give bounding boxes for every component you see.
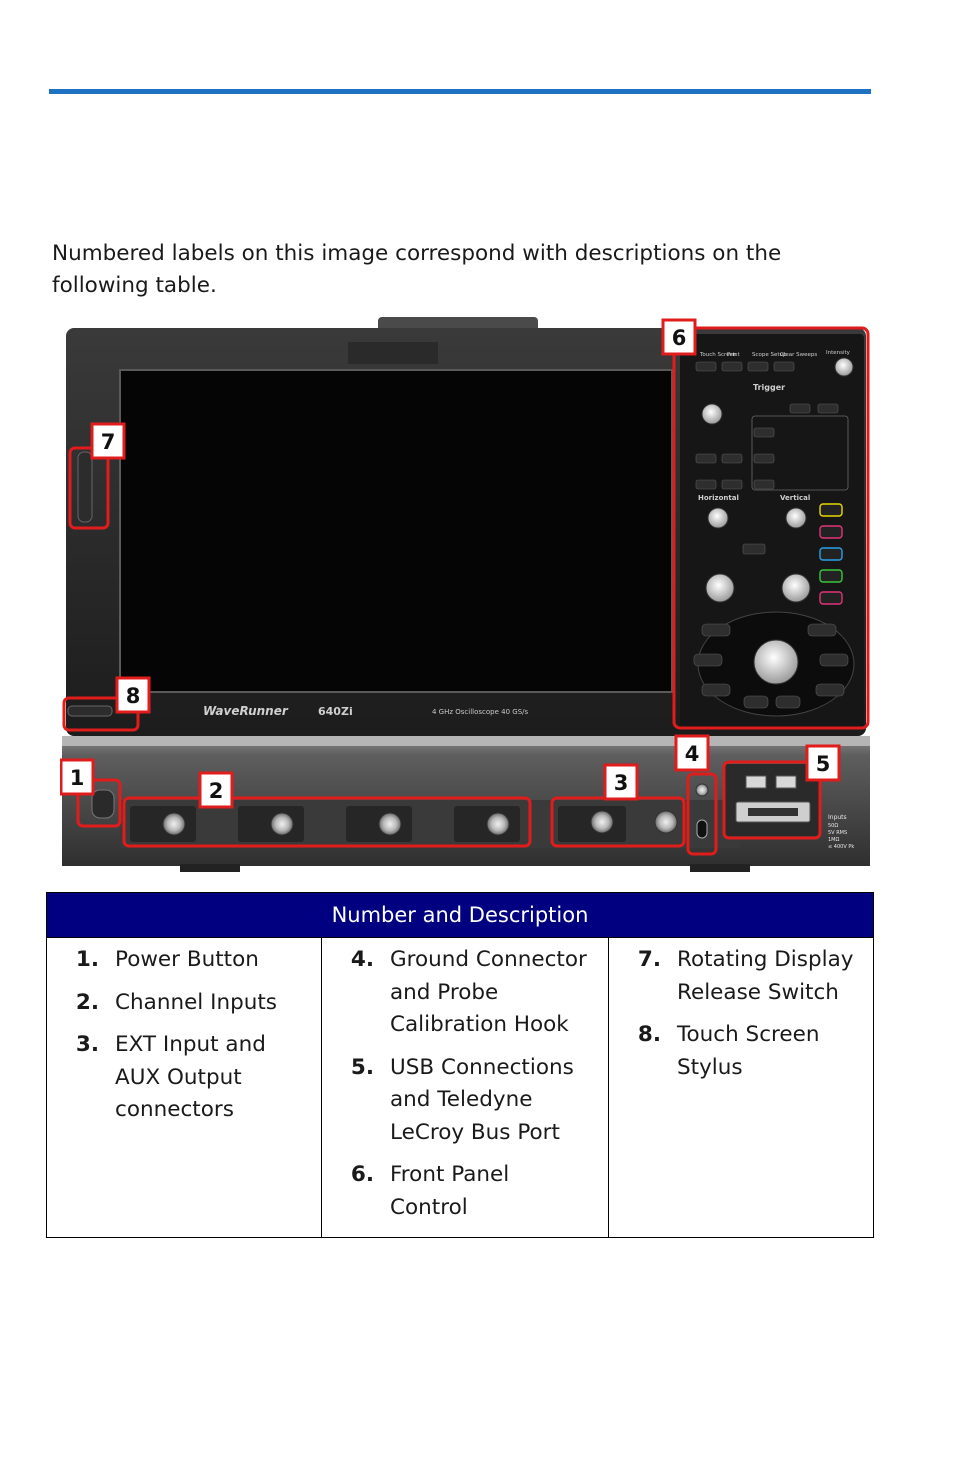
input-label: Inputs bbox=[828, 814, 847, 821]
panel-horizontal-label: Horizontal bbox=[698, 494, 739, 502]
list-item: 6. Front Panel Control bbox=[350, 1162, 510, 1220]
highlight-7 bbox=[68, 446, 110, 530]
highlight-2 bbox=[122, 796, 532, 848]
panel-vertical-label: Vertical bbox=[780, 494, 810, 502]
list-item: 4. Ground Connector and Probe Calibratio… bbox=[350, 947, 587, 1037]
input-spec-1: 50Ω bbox=[828, 823, 838, 829]
callout-8: 8 bbox=[115, 676, 151, 714]
highlight-8 bbox=[62, 696, 140, 732]
list-item: 7. Rotating Display Release Switch bbox=[637, 947, 854, 1005]
panel-print: Print bbox=[727, 352, 740, 358]
svg-text:8: 8 bbox=[126, 684, 141, 708]
panel-trigger-label: Trigger bbox=[753, 383, 785, 392]
list-item: 1. Power Button bbox=[75, 947, 259, 972]
device-spec: 4 GHz Oscilloscope 40 GS/s bbox=[432, 708, 529, 716]
header-rule bbox=[49, 89, 871, 94]
device-model: 640Zi bbox=[318, 705, 353, 718]
table-column-1: 1. Power Button 2. Channel Inputs 3. EXT… bbox=[47, 938, 321, 1237]
callout-1: 1 bbox=[60, 758, 95, 796]
list-item: 8. Touch Screen Stylus bbox=[637, 1022, 820, 1080]
panel-touch-screen: Touch Screen bbox=[699, 352, 737, 358]
callout-4: 4 bbox=[674, 734, 710, 772]
highlight-1 bbox=[76, 778, 122, 828]
input-spec-4: ≤ 400V Pk bbox=[828, 844, 854, 850]
highlight-4 bbox=[686, 772, 718, 856]
list-item: 5. USB Connections and Teledyne LeCroy B… bbox=[350, 1054, 574, 1145]
highlight-6 bbox=[672, 326, 870, 730]
svg-text:4: 4 bbox=[685, 742, 700, 766]
table-header: Number and Description bbox=[47, 893, 873, 938]
callout-3: 3 bbox=[603, 763, 639, 801]
intro-text: Numbered labels on this image correspond… bbox=[52, 241, 782, 298]
panel-intensity: Intensity bbox=[826, 350, 851, 356]
panel-scope-setup: Scope Setup bbox=[752, 352, 787, 358]
table-column-3: 7. Rotating Display Release Switch 8. To… bbox=[608, 938, 873, 1237]
panel-clear-sweeps: Clear Sweeps bbox=[780, 352, 817, 358]
svg-text:5: 5 bbox=[816, 752, 831, 776]
table-column-2: 4. Ground Connector and Probe Calibratio… bbox=[321, 938, 608, 1237]
callout-2: 2 bbox=[198, 771, 234, 809]
description-table: Number and Description 1. Power Button 2… bbox=[46, 892, 874, 1238]
input-spec-2: 5V RMS bbox=[828, 830, 847, 836]
callout-7: 7 bbox=[90, 422, 126, 460]
svg-text:2: 2 bbox=[209, 779, 224, 803]
list-item: 3. EXT Input and AUX Output connectors bbox=[75, 1032, 266, 1122]
callout-5: 5 bbox=[805, 744, 841, 782]
svg-text:6: 6 bbox=[672, 326, 687, 350]
list-item: 2. Channel Inputs bbox=[75, 989, 277, 1015]
device-brand: WaveRunner bbox=[203, 704, 289, 718]
input-spec-3: 1MΩ bbox=[828, 837, 839, 843]
svg-text:1: 1 bbox=[70, 766, 85, 790]
oscilloscope-photo: WaveRunner 640Zi 4 GHz Oscilloscope 40 G… bbox=[60, 317, 870, 872]
svg-text:3: 3 bbox=[614, 771, 629, 795]
svg-text:7: 7 bbox=[101, 430, 116, 454]
callout-6: 6 bbox=[661, 318, 697, 356]
highlight-5 bbox=[722, 760, 822, 840]
